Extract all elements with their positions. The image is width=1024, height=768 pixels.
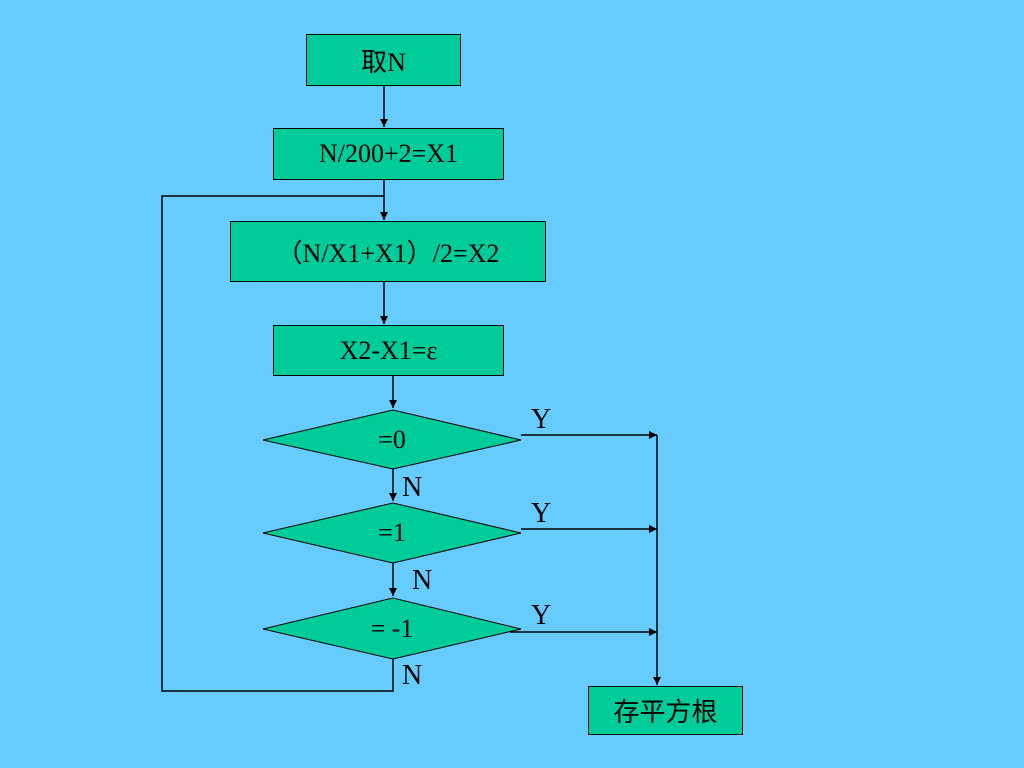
no-label-eq0: N	[402, 472, 423, 503]
yes-label-eqneg1: Y	[531, 600, 552, 631]
take-n-box: 取N	[306, 34, 461, 86]
decision-diamond-eq1	[262, 502, 522, 564]
no-label-eq1: N	[412, 565, 433, 596]
decision-label-eqneg1: = -1	[370, 613, 414, 643]
init-x1-box: N/200+2=X1	[273, 128, 504, 180]
no-label-eqneg1: N	[402, 660, 423, 691]
loop-back-line	[161, 195, 394, 692]
decision-diamond-eqneg1	[262, 597, 522, 660]
decision-label-eq1: =1	[378, 518, 406, 547]
decision-diamond-eq0	[262, 409, 522, 470]
iterate-x2-box: （N/X1+X1）/2=X2	[230, 221, 546, 282]
store-sqrt-box: 存平方根	[588, 686, 743, 735]
decision-label-eq0: =0	[378, 424, 406, 454]
difference-box: X2-X1=ε	[273, 325, 504, 376]
yes-label-eq0: Y	[531, 404, 552, 435]
yes-label-eq1: Y	[531, 498, 552, 529]
